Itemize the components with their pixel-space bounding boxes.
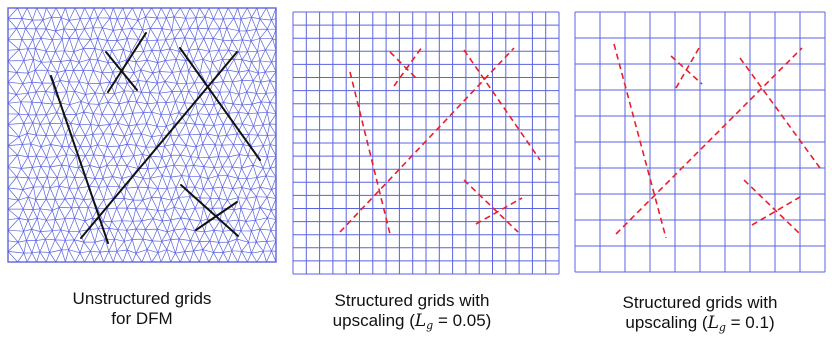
caption-line-1: Structured grids with bbox=[334, 291, 490, 310]
caption-line-2: for DFM bbox=[111, 309, 173, 328]
fracture-line bbox=[675, 47, 700, 89]
length-subscript: g bbox=[718, 321, 726, 334]
fine-structured-grid bbox=[292, 11, 560, 275]
caption-structured-01: Structured grids with upscaling (Lg = 0.… bbox=[575, 293, 825, 338]
fracture-line bbox=[743, 179, 801, 235]
grid-lines bbox=[574, 11, 826, 273]
mesh-lines bbox=[7, 7, 277, 263]
caption-suffix: = 0.1) bbox=[725, 313, 775, 332]
fracture-line bbox=[615, 47, 803, 235]
fracture-line bbox=[739, 57, 821, 169]
caption-line-2: upscaling (Lg = 0.05) bbox=[287, 311, 537, 336]
fracture-line bbox=[393, 46, 423, 87]
caption-suffix: = 0.05) bbox=[433, 311, 492, 330]
fracture-line bbox=[475, 197, 523, 225]
fracture-line bbox=[179, 47, 261, 161]
structured-grid-01-panel bbox=[574, 11, 826, 273]
caption-structured-005: Structured grids with upscaling (Lg = 0.… bbox=[287, 291, 537, 336]
unstructured-grid-panel bbox=[7, 7, 277, 263]
fracture-line bbox=[195, 201, 238, 231]
triangular-mesh bbox=[7, 7, 277, 263]
fracture-line bbox=[80, 51, 238, 239]
fracture-line bbox=[107, 32, 147, 93]
fracture-line bbox=[50, 75, 109, 244]
coarse-structured-grid bbox=[574, 11, 826, 273]
caption-unstructured: Unstructured grids for DFM bbox=[17, 289, 267, 329]
fracture-line bbox=[180, 184, 239, 237]
caption-prefix: upscaling ( bbox=[625, 313, 708, 332]
structured-grid-005-panel bbox=[292, 11, 560, 275]
fracture-line bbox=[613, 43, 667, 239]
length-subscript: g bbox=[426, 319, 434, 332]
fracture-line bbox=[389, 51, 419, 81]
fractures-black bbox=[50, 32, 261, 244]
fracture-line bbox=[349, 71, 391, 235]
fracture-line bbox=[463, 179, 519, 233]
caption-line-1: Unstructured grids bbox=[72, 289, 212, 308]
caption-prefix: upscaling ( bbox=[332, 311, 415, 330]
length-symbol: L bbox=[707, 313, 719, 333]
fractures-red-01 bbox=[613, 43, 821, 239]
grid-lines bbox=[292, 11, 560, 275]
caption-line-2: upscaling (Lg = 0.1) bbox=[575, 313, 825, 338]
fracture-line bbox=[339, 47, 515, 233]
caption-line-1: Structured grids with bbox=[622, 293, 778, 312]
fractures-red-005 bbox=[339, 46, 541, 235]
length-symbol: L bbox=[414, 311, 427, 331]
fracture-line bbox=[463, 49, 541, 161]
